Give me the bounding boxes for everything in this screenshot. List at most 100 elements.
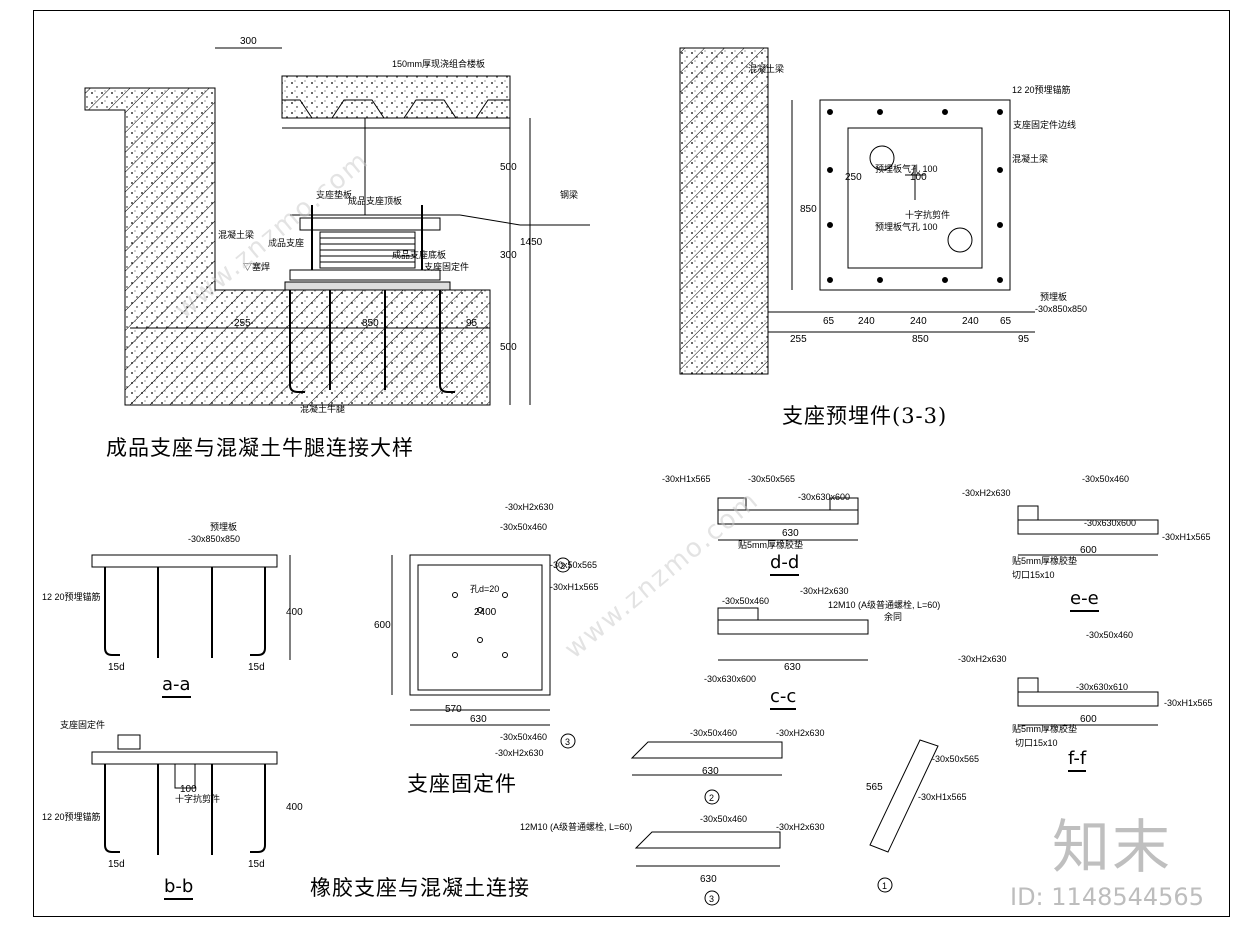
section-label-ee: e-e bbox=[1070, 588, 1099, 612]
dim-95: 95 bbox=[466, 318, 478, 329]
embed-plate-drawing bbox=[679, 47, 1035, 375]
callout-slab: 150mm厚现浇组合楼板 bbox=[392, 58, 485, 69]
dim-630-cc: 630 bbox=[784, 662, 801, 673]
callout-bolt-cc: 12M10 (A级普通螺栓, L=60) bbox=[828, 599, 940, 610]
dim-100: 100 bbox=[910, 172, 927, 183]
dim-500a: 500 bbox=[500, 162, 517, 173]
part-spec-p3-fix: -30xH2x630 bbox=[505, 502, 554, 512]
callout-rubber-pad-ff: 贴5mm厚橡胶垫 bbox=[1012, 723, 1077, 734]
title-corbel-detail: 成品支座与混凝土牛腿连接大样 bbox=[106, 436, 414, 460]
callout-fix-edge: 支座固定件边线 bbox=[1013, 119, 1076, 130]
dim-600-ee: 600 bbox=[1080, 545, 1097, 556]
dim-500b: 500 bbox=[500, 342, 517, 353]
callout-hole: 孔d=20 bbox=[470, 584, 499, 594]
fixing-part-drawing bbox=[391, 554, 551, 726]
part-num-2-label: 2 bbox=[709, 793, 714, 803]
dim-400-aa: 400 bbox=[286, 607, 303, 618]
part-spec-p3-ee: -30xH2x630 bbox=[962, 488, 1011, 498]
callout-top-plate: 支座垫板 bbox=[316, 189, 352, 200]
callout-fixing-bb: 支座固定件 bbox=[60, 719, 105, 730]
dim-600-fix: 600 bbox=[374, 620, 391, 631]
dim-630-part2: 630 bbox=[702, 766, 719, 777]
title-rubber-bearing: 橡胶支座与混凝土连接 bbox=[310, 876, 530, 900]
section-label-dd: d-d bbox=[770, 552, 800, 576]
dim-630-dd: 630 bbox=[782, 528, 799, 539]
callout-bearing-top: 成品支座顶板 bbox=[348, 195, 402, 206]
corbel-detail-drawing bbox=[84, 47, 590, 406]
part-spec-p2-fix-b: -30x50x460 bbox=[500, 732, 547, 742]
part-spec-p3-fix-b: -30xH2x630 bbox=[495, 748, 544, 758]
callout-cross-stiff: 十字抗剪件 bbox=[905, 209, 950, 220]
callout-steel-beam: 钢梁 bbox=[560, 189, 578, 200]
part-spec-p6-ff: -30x630x610 bbox=[1076, 682, 1128, 692]
section-aa-drawing bbox=[91, 554, 291, 660]
part-marker-3-label bbox=[704, 890, 720, 906]
callout-anchor-bb: 12 20预埋锚筋 bbox=[42, 811, 101, 822]
part-spec-p3-ff: -30xH2x630 bbox=[958, 654, 1007, 664]
part-spec-p5-dd: -30x50x565 bbox=[748, 474, 795, 484]
dim-15d-bb-1: 15d bbox=[108, 859, 125, 870]
part-spec-p1-ff: -30xH1x565 bbox=[1164, 698, 1213, 708]
callout-rubber-pad-ee: 贴5mm厚橡胶垫 bbox=[1012, 555, 1077, 566]
part-marker-2 bbox=[555, 557, 571, 573]
section-bb-drawing bbox=[91, 734, 278, 855]
callout-cross-stiff-bb: 十字抗剪件 bbox=[175, 793, 220, 804]
dim-570-fix: 570 bbox=[445, 704, 462, 715]
part-spec-p1-part1: -30xH1x565 bbox=[918, 792, 967, 802]
dim-2400-fix: 2400 bbox=[474, 607, 497, 618]
dim-65a: 65 bbox=[823, 316, 835, 327]
dim-300b: 300 bbox=[500, 250, 517, 261]
callout-bearing-bottom: 成品支座底板 bbox=[392, 249, 446, 260]
dim-15d-bb-2: 15d bbox=[248, 859, 265, 870]
dim-255: 255 bbox=[234, 318, 251, 329]
part-spec-p1-fix: -30xH1x565 bbox=[550, 582, 599, 592]
callout-concrete-beam-33: 混凝土梁 bbox=[1012, 153, 1048, 164]
part-spec-p3-cc: -30xH2x630 bbox=[800, 586, 849, 596]
drawing-border bbox=[33, 10, 1230, 917]
dim-95-33: 95 bbox=[1018, 334, 1030, 345]
part-spec-p3-part: -30xH2x630 bbox=[776, 728, 825, 738]
part-num-1-label: 1 bbox=[882, 881, 887, 891]
callout-bolt-part3: 12M10 (A级普通螺栓, L=60) bbox=[520, 821, 632, 832]
dim-565-part1: 565 bbox=[866, 782, 883, 793]
part-spec-p2-part: -30x50x460 bbox=[690, 728, 737, 738]
dim-65b: 65 bbox=[1000, 316, 1012, 327]
part-spec-p2-ee: -30x50x460 bbox=[1082, 474, 1129, 484]
callout-anchor-33: 12 20预埋锚筋 bbox=[1012, 84, 1071, 95]
part-spec-p1-ee: -30xH1x565 bbox=[1162, 532, 1211, 542]
dim-100-bb: 100 bbox=[180, 784, 197, 795]
dim-240c: 240 bbox=[962, 316, 979, 327]
dim-630-fix: 630 bbox=[470, 714, 487, 725]
part-marker-2-label bbox=[704, 789, 720, 805]
dim-600-ff: 600 bbox=[1080, 714, 1097, 725]
dim-630-part3: 630 bbox=[700, 874, 717, 885]
dim-255-33: 255 bbox=[790, 334, 807, 345]
section-label-bb: b-b bbox=[164, 876, 194, 900]
dim-15d-aa-1: 15d bbox=[108, 662, 125, 673]
callout-concrete-column: 混凝土牛腿 bbox=[300, 403, 345, 414]
part-marker-1-label bbox=[877, 877, 893, 893]
part-spec-p4-ee: -30x630x600 bbox=[1084, 518, 1136, 528]
part-spec-p4-cc: -30x630x600 bbox=[704, 674, 756, 684]
part-marker-3 bbox=[560, 733, 576, 749]
part-spec-p5-fix: -30x50x565 bbox=[550, 560, 597, 570]
dim-400-bb: 400 bbox=[286, 802, 303, 813]
callout-weld: ▽塞焊 bbox=[243, 261, 270, 272]
callout-bearing: 成品支座 bbox=[268, 237, 304, 248]
callout-concrete-beam-top: 混凝土梁 bbox=[748, 63, 784, 74]
section-ee-ff-drawing bbox=[1017, 505, 1159, 726]
watermark-brand: 知末 bbox=[1052, 813, 1173, 881]
section-label-cc: c-c bbox=[770, 686, 797, 710]
dim-240b: 240 bbox=[910, 316, 927, 327]
callout-embed-spec-33: -30x850x850 bbox=[1035, 304, 1087, 314]
callout-embed-spec: -30x850x850 bbox=[188, 534, 240, 544]
callout-anchor-aa: 12 20预埋锚筋 bbox=[42, 591, 101, 602]
title-embed-parts: 支座预埋件(3-3) bbox=[782, 404, 948, 428]
callout-fixing: 支座固定件 bbox=[424, 261, 469, 272]
part-spec-p3-part3: -30xH2x630 bbox=[776, 822, 825, 832]
callout-concrete-beam: 混凝土梁 bbox=[218, 229, 254, 240]
dim-1450: 1450 bbox=[520, 237, 543, 248]
dim-850-v: 850 bbox=[800, 204, 817, 215]
